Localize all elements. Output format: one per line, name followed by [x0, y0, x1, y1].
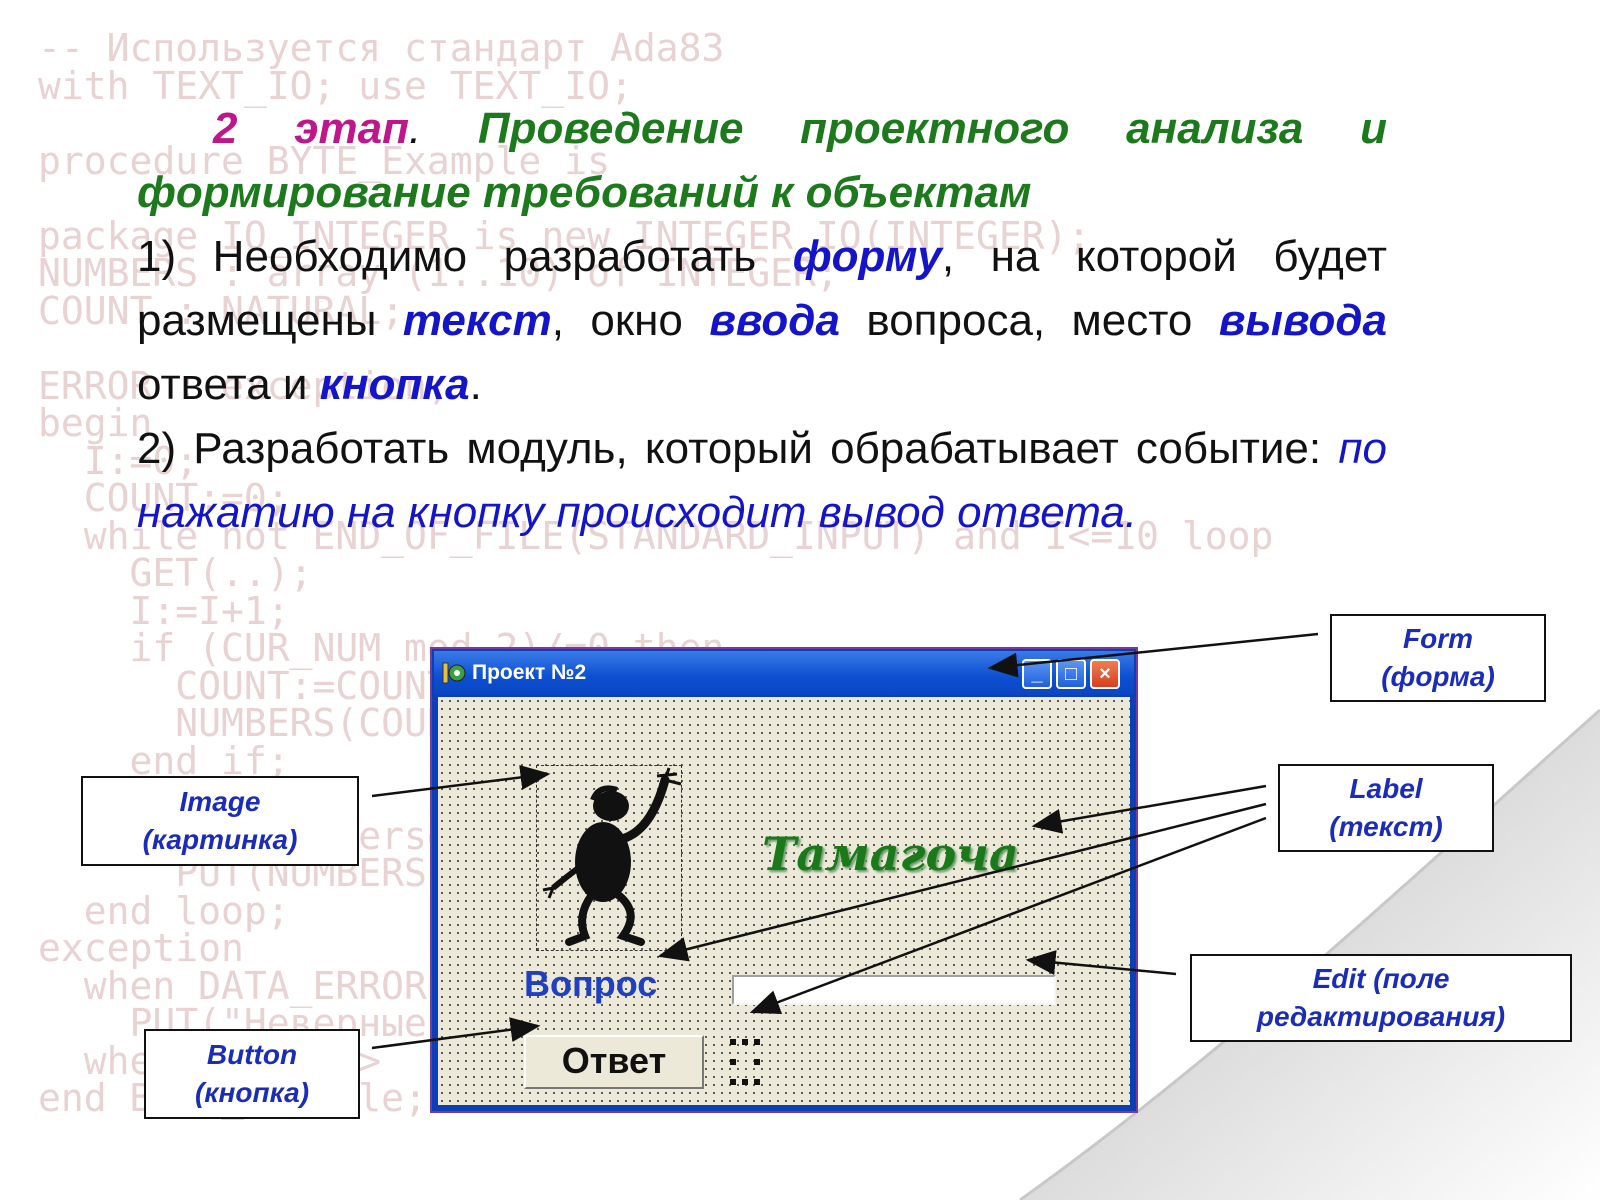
callout-button-line1: Button	[206, 1039, 298, 1070]
point-1: 1) Необходимо разработать форму, на кото…	[137, 225, 1387, 417]
callout-button: Button (кнопка)	[144, 1029, 360, 1119]
callout-image-line1: Image	[179, 786, 261, 817]
callout-image: Image (картинка)	[81, 776, 359, 866]
point-1-text: , на которой будет размещены	[137, 232, 1387, 345]
point-1-text: вопроса, место	[839, 296, 1219, 345]
callout-form: Form (форма)	[1330, 614, 1546, 702]
image-component[interactable]	[536, 765, 682, 951]
callout-label: Label (текст)	[1278, 764, 1494, 852]
form-client-area: Тамагоча Вопрос Ответ	[438, 697, 1130, 1105]
point-1-text: .	[469, 360, 482, 409]
highlight-input: ввода	[709, 296, 840, 345]
form-title: Проект №2	[472, 661, 587, 684]
output-label-placeholder[interactable]	[728, 1037, 764, 1089]
callout-label-line1: Label	[1349, 773, 1423, 804]
point-2-italic: по нажатию на кнопку происходит вывод от…	[137, 424, 1387, 537]
answer-button[interactable]: Ответ	[524, 1035, 704, 1089]
callout-edit-line2: редактирования)	[1256, 1001, 1506, 1032]
close-icon[interactable]: ×	[1090, 659, 1120, 689]
stage-heading: 2 этап. Проведение проектного анализа и …	[137, 97, 1387, 225]
callout-edit-line1: Edit (поле	[1312, 963, 1450, 994]
point-1-text: , окно	[551, 296, 710, 345]
highlight-form: форму	[792, 232, 942, 281]
callout-label-line2: (текст)	[1329, 811, 1443, 842]
point-2-text: 2) Разработать модуль, который обрабатыв…	[137, 424, 1339, 473]
callout-form-line1: Form	[1403, 623, 1473, 654]
callout-edit: Edit (поле редактирования)	[1190, 954, 1572, 1042]
label-tamagocha[interactable]: Тамагоча	[762, 827, 1019, 881]
minimize-icon[interactable]: _	[1022, 659, 1052, 689]
highlight-button: кнопка	[319, 360, 470, 409]
highlight-output: вывода	[1218, 296, 1387, 345]
callout-image-line2: (картинка)	[142, 824, 298, 855]
maximize-icon[interactable]: □	[1056, 659, 1086, 689]
edit-field[interactable]	[732, 975, 1056, 1005]
callout-form-line2: (форма)	[1381, 661, 1495, 692]
app-icon	[442, 662, 466, 684]
stage-dot: .	[408, 104, 422, 153]
point-1-text: 1) Необходимо разработать	[137, 232, 793, 281]
highlight-text: текст	[402, 296, 552, 345]
callout-button-line2: (кнопка)	[194, 1077, 310, 1108]
point-2: 2) Разработать модуль, который обрабатыв…	[137, 417, 1387, 545]
stickman-image	[542, 767, 682, 946]
stage-number: 2 этап	[213, 104, 409, 153]
label-question[interactable]: Вопрос	[524, 963, 658, 1004]
title-bar[interactable]: Проект №2 _ □ ×	[434, 651, 1134, 695]
point-1-text: ответа и	[137, 360, 320, 409]
stage-title: Проведение проектного анализа и формиров…	[137, 104, 1387, 217]
form-window[interactable]: Проект №2 _ □ × Тамагоча Вопрос Ответ	[430, 647, 1138, 1113]
slide-text: 2 этап. Проведение проектного анализа и …	[137, 97, 1387, 545]
